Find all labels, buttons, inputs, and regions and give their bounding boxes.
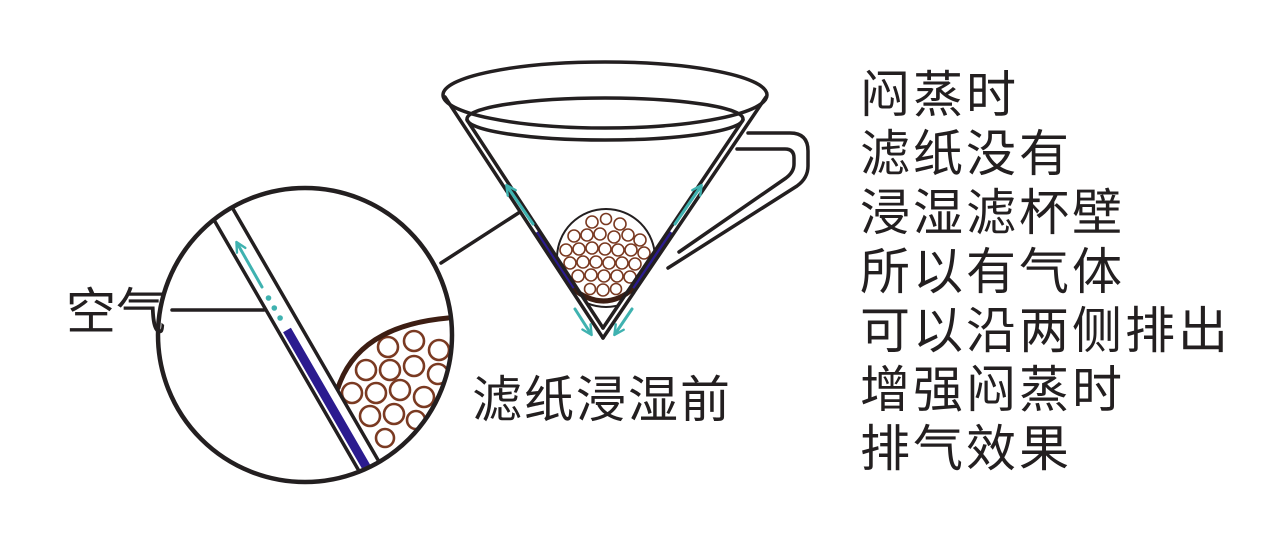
coffee-ground-particle [576,255,590,269]
coffee-ground-particle [597,269,611,283]
coffee-ground-particle [340,381,364,405]
coffee-ground-particle [596,283,610,297]
coffee-ground-particle [388,378,412,402]
coffee-ground-particle [633,233,647,247]
explanation-line: 闷蒸时 [860,67,1019,123]
airflow-arrow-down-right [613,307,634,337]
magnifier-circle [155,185,455,485]
coffee-ground-particle [585,241,599,255]
magnifier-connector-line [439,210,522,265]
coffee-ground-particle [607,230,621,244]
dripper-handle-inner [677,147,796,254]
coffee-grounds-bed [556,208,656,308]
coffee-ground-particle [637,246,651,260]
coffee-ground-particle [621,228,635,242]
coffee-ground-particle [583,282,597,296]
filter-contact-left [534,230,577,290]
magnified-coffee-grounds [340,329,450,449]
magnified-detail [155,185,455,485]
coffee-ground-particle [610,269,624,283]
coffee-ground-particle [358,404,382,428]
coffee-ground-particle [593,227,607,241]
coffee-ground-particle [598,242,612,256]
coffee-ground-particle [378,358,402,382]
coffee-ground-particle [412,385,436,409]
air-label: 空气 [66,284,166,340]
coffee-ground-particle [427,338,450,362]
magnified-filter-paper [160,190,432,480]
filter-paper-right [601,118,745,330]
pour-over-dripper [441,60,810,340]
coffee-grounds-particles [559,212,651,297]
coffee-ground-particle [602,256,616,270]
filter-contact-right [630,230,674,290]
dripper-outer-rim [441,60,769,130]
coffee-ground-particle [559,243,573,257]
dripper-wall-left [443,95,605,340]
coffee-ground-particle [382,402,406,426]
explanation-line: 浸湿滤杯壁 [860,185,1125,241]
airflow-arrow-down-left [573,307,593,337]
diagram-caption: 滤纸浸湿前 [472,372,732,428]
airflow-arrow-up-left [505,183,535,226]
coffee-ground-particle [580,228,594,242]
magnified-airflow-arrow [235,240,264,289]
magnified-grounds-edge [335,315,450,391]
magnified-filter-contact [283,327,372,473]
filter-paper-left [465,118,605,330]
coffee-ground-particle [589,255,603,269]
explanation-text: 闷蒸时 滤纸没有 浸湿滤杯壁 所以有气体 可以沿两侧排出 增强闷蒸时 排气效果 [860,67,1231,477]
dripper-wall-right [601,95,768,340]
air-bubble-dot [271,305,278,311]
explanation-line: 增强闷蒸时 [860,362,1125,418]
coffee-ground-particle [572,242,586,256]
explanation-line: 排气效果 [860,421,1072,477]
coffee-ground-particle [402,329,426,353]
coffee-ground-particle [611,243,625,257]
coffee-ground-particle [567,229,581,243]
filter-paper-rim [465,96,745,142]
airflow-arrow-up-right [673,183,703,226]
coffee-ground-particle [599,212,613,226]
coffee-ground-particle [628,257,642,271]
coffee-ground-particle [609,282,623,296]
explanation-line: 滤纸没有 [860,126,1072,182]
magnified-content [160,190,450,480]
coffee-ground-particle [354,358,378,382]
coffee-ground-particle [376,335,400,359]
coffee-ground-particle [613,217,627,231]
coffee-ground-particle [571,269,585,283]
air-bubble-dot [277,315,283,321]
coffee-ground-particle [584,268,598,282]
explanation-line: 可以沿两侧排出 [860,303,1231,359]
air-bubble-dot [265,295,272,301]
coffee-ground-particle [402,354,426,378]
explanation-line: 所以有气体 [860,244,1125,300]
coffee-ground-particle [585,215,599,229]
coffee-ground-particle [624,243,638,257]
coffee-ground-particle [563,256,577,270]
coffee-ground-particle [615,256,629,270]
dripper-handle-outer [666,131,810,270]
coffee-ground-particle [364,381,388,405]
coffee-ground-particle [374,427,396,449]
